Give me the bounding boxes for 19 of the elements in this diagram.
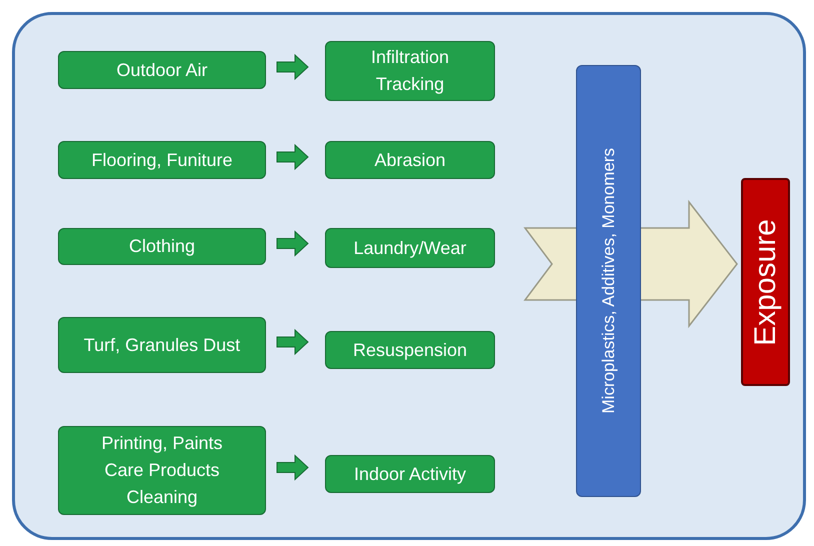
process-box: Outdoor Air	[58, 51, 266, 89]
outcome-box: Exposure	[741, 178, 790, 386]
process-box: Infiltration Tracking	[325, 41, 495, 101]
process-box: Turf, Granules Dust	[58, 317, 266, 373]
process-box: Resuspension	[325, 331, 495, 369]
block-arrow	[524, 200, 738, 328]
category-bar: Microplastics, Additives, Monomers	[576, 65, 641, 497]
arrow	[276, 144, 309, 170]
process-box: Abrasion	[325, 141, 495, 179]
arrow	[276, 230, 309, 257]
process-box: Clothing	[58, 228, 266, 265]
outer-panel	[12, 12, 806, 540]
process-box: Printing, Paints Care Products Cleaning	[58, 426, 266, 515]
arrow	[276, 328, 309, 356]
process-box: Indoor Activity	[325, 455, 495, 493]
process-box: Flooring, Funiture	[58, 141, 266, 179]
arrow	[276, 54, 309, 80]
arrow	[276, 454, 309, 481]
process-box: Laundry/Wear	[325, 228, 495, 268]
